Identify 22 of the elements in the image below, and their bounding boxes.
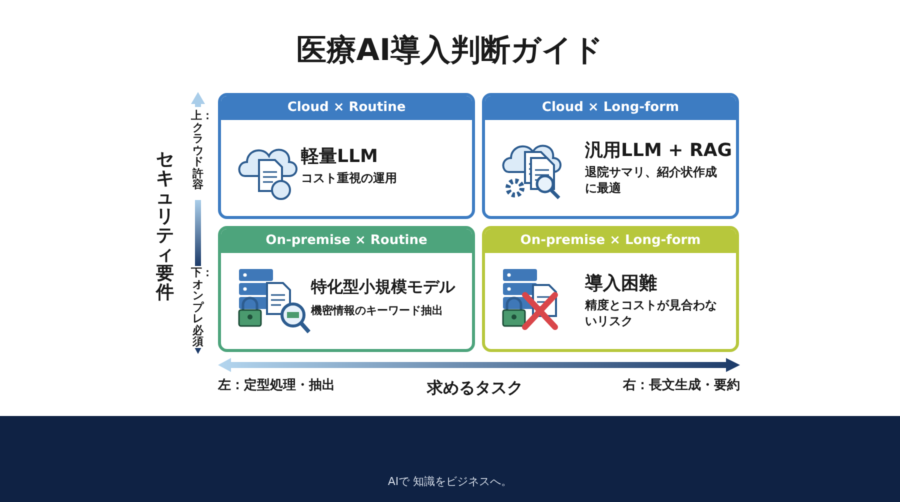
header-band: Cloud × Routine bbox=[221, 96, 472, 120]
card-description: 退院サマリ、紹介状作成に最適 bbox=[585, 164, 718, 196]
quadrant-card bbox=[482, 226, 739, 352]
card-title: 汎用LLM + RAG bbox=[585, 139, 732, 162]
quadrant-card bbox=[218, 93, 475, 219]
tagline: AIで 知識をビジネスへ。 bbox=[386, 474, 514, 489]
card-title: 特化型小規模モデル bbox=[311, 277, 455, 298]
card-title: 導入困難 bbox=[585, 272, 657, 295]
axis-label: 右：長文生成・要約 bbox=[623, 376, 740, 394]
card-description: 精度とコストが見合わないリスク bbox=[585, 297, 718, 329]
quadrant-card bbox=[218, 226, 475, 352]
axis-title: セキュリティ要件 bbox=[155, 150, 175, 302]
card-title: 軽量LLM bbox=[301, 145, 378, 168]
header-band: On-premise × Long-form bbox=[485, 229, 736, 253]
title: 医療AI導入判断ガイド bbox=[295, 32, 605, 70]
axis-label: 左：定型処理・抽出 bbox=[218, 376, 335, 394]
card-description: コスト重視の運用 bbox=[301, 170, 398, 186]
card-description: 機密情報のキーワード抽出 bbox=[311, 303, 444, 319]
header-band: Cloud × Long-form bbox=[485, 96, 736, 120]
header-band: On-premise × Routine bbox=[221, 229, 472, 253]
axis-title: 求めるタスク bbox=[426, 378, 524, 399]
quadrant-card bbox=[482, 93, 739, 219]
